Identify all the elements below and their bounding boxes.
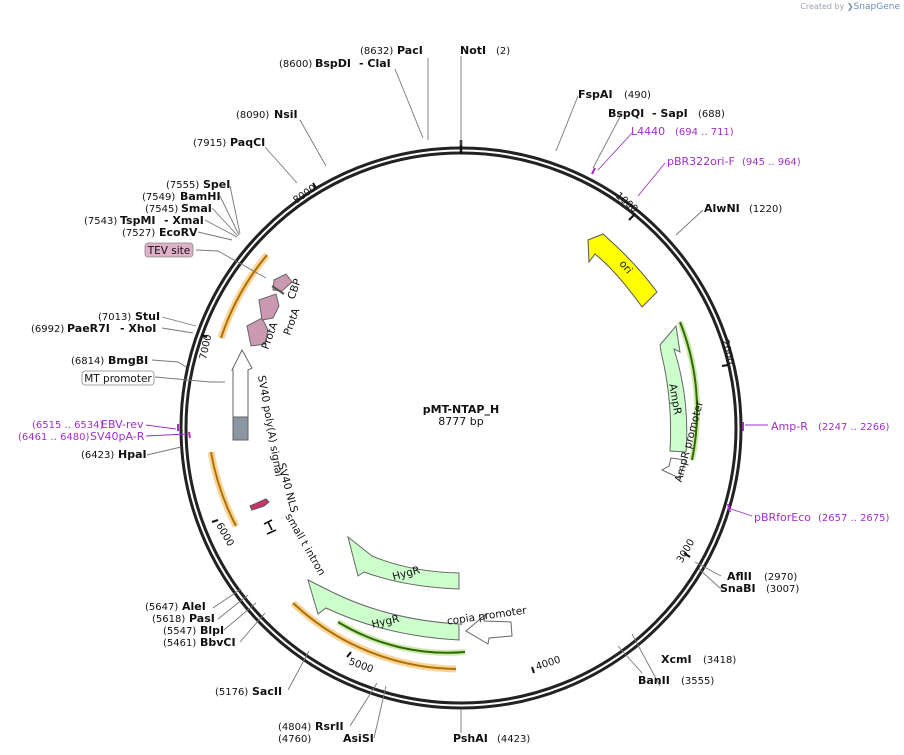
prota-label-2: ProtA [282,306,303,337]
enzyme-tspmi: (7543) TspMI - XmaI [84,209,204,228]
enzyme-bmgbi: (6814) BmgBI [71,349,148,368]
enzyme-pasi: (5618) PasI [152,607,215,626]
enzyme-paci: (8632) PacI [360,39,423,58]
mt-promoter-box [81,370,155,386]
primer-pbr322ori-f: pBR322ori-F (945 .. 964) [667,150,801,169]
orf-arc-cbp-prota-core [220,254,268,339]
ori-feature [587,233,658,308]
small-t-intron-feature [263,519,277,535]
enzyme-aflii: AflII (2970) [727,565,797,584]
leader-lines [146,56,722,739]
sv40-polya-grey-block [232,416,249,441]
sv40-nls-label: SV40 NLS [275,462,300,515]
orf-arc-hygr-core [292,602,457,670]
enzyme-fspai: FspAI (490) [578,83,651,102]
credit-prefix: Created by [800,2,845,11]
enzyme-ecorv: (7527) EcoRV [122,221,198,240]
primer-markers [177,167,744,513]
enzyme-alwni: AlwNI (1220) [704,197,782,216]
enzyme-paqci: (7915) PaqCI [193,131,265,150]
enzyme-nsii: (8090) NsiI [236,103,298,122]
hygr-inner-feature [307,579,460,641]
tev-site-marker [271,285,285,295]
prota-feature-2 [258,293,280,321]
enzyme-stui: (7013) StuI [98,305,160,324]
ring-ticks [200,182,729,674]
credit-brand: SnapGene [853,2,900,12]
created-by-credit: Created by ❯SnapGene [800,2,900,12]
plasmid-length: 8777 bp [438,415,483,428]
tick-2000: 2000 [719,339,735,366]
tick-5000: 5000 [347,656,375,675]
primer-labels: L4440 (694 .. 711) pBR322ori-F (945 .. 9… [18,120,890,525]
primer-amp-r: Amp-R (2247 .. 2266) [771,415,890,434]
orf-arc-sv40 [207,451,240,528]
primer-leader-lines [145,132,768,517]
plasmid-name: pMT-NTAP_H [423,403,499,416]
sv40-nls-feature [249,498,270,511]
enzyme-bamhi: (7549) BamHI [142,185,221,204]
enzyme-labels-left: (8632) PacI (8600) BspDI - ClaI (8090) N… [31,39,423,746]
tev-site-label: TEV site [147,245,191,257]
enzyme-blpi: (5547) BlpI [163,619,224,638]
small-t-intron-label: small t intron [282,512,327,578]
enzyme-bspqi: BspQI - SapI (688) [608,102,725,121]
enzyme-xcmi: XcmI (3418) [661,648,736,667]
snapgene-icon: ❯ [846,2,854,11]
enzyme-alei: (5647) AleI [145,595,206,614]
tick-4000: 4000 [535,655,563,673]
enzyme-paer7i: (6992) PaeR7I - XhoI [31,317,156,336]
enzyme-pshai: PshAI (4423) [453,727,530,746]
enzyme-hpai: (6423) HpaI [81,443,147,462]
hygr-orf-arc-core [337,621,466,654]
enzyme-bbvci: (5461) BbvCI [163,631,236,650]
primer-ebv-rev: (6515 .. 6534) EBV-rev [32,413,144,432]
orf-arcs [207,252,457,673]
enzyme-smai: (7545) SmaI [145,197,212,216]
enzyme-rsrii: (4804) RsrII [278,715,344,734]
ampr-label: AmpR [666,383,683,416]
enzyme-labels-right: NotI (2) FspAI (490) BspQI - SapI (688) … [453,39,799,746]
enzyme-bspdi: (8600) BspDI - ClaI [279,52,391,71]
primer-sv40pa-r: (6461 .. 6480) SV40pA-R [18,425,145,444]
tick-7000: 7000 [198,333,214,360]
enzyme-noti: NotI (2) [460,39,510,58]
enzyme-snabi: SnaBI (3007) [720,577,799,596]
ampr-promoter-feature [660,457,687,479]
hygr-outer-feature [347,535,460,590]
enzyme-banii: BanII (3555) [638,669,714,688]
mt-promoter-label: MT promoter [84,373,152,385]
orf-arc-sv40-core [210,451,237,527]
ampr-feature [659,324,688,453]
prota-feature-1 [246,317,269,347]
primer-pbrforeco: pBRforEco (2657 .. 2675) [754,506,890,525]
sv40-polya-label: SV40 poly(A) signal [255,374,285,477]
ampr-orf-arc-core [679,321,699,461]
copia-promoter-feature [465,612,513,645]
enzyme-asisi: (4760) AsiSI [278,727,374,746]
tev-site-box [144,242,194,258]
cbp-feature [272,273,293,292]
primer-l4440: L4440 (694 .. 711) [631,120,734,139]
tick-3000: 3000 [675,537,697,565]
enzyme-spei: (7555) SpeI [166,173,230,192]
enzyme-sacii: (5176) SacII [215,680,282,699]
